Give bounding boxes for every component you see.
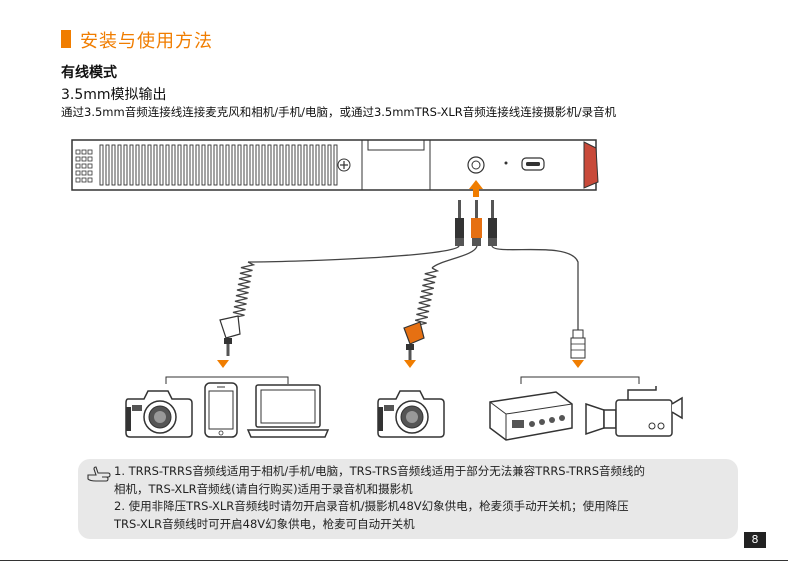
note-line-4: TRS-XLR音频线时可开启48V幻象供电，枪麦可自动开关机: [114, 516, 645, 534]
group-brackets: [166, 377, 639, 384]
down-arrow-middle: [404, 360, 416, 368]
laptop-icon: [248, 385, 328, 437]
microphone-body: [72, 140, 598, 190]
footer-rule: [0, 560, 788, 561]
down-arrow-right: [572, 360, 584, 368]
page-number: 8: [744, 532, 766, 548]
recorder-icon: [490, 392, 572, 440]
note-line-2: 相机，TRS-XLR音频线(请自行购买)适用于录音机和摄影机: [114, 481, 645, 499]
plug-right: [488, 200, 497, 246]
right-angle-connector-left: [220, 316, 240, 356]
note-line-3: 2. 使用非降压TRS-XLR音频线时请勿开启录音机/摄影机48V幻象供电，枪麦…: [114, 498, 645, 516]
coiled-cable-middle: [414, 268, 437, 326]
plug-middle: [471, 200, 482, 246]
pointing-hand-icon: [86, 465, 112, 485]
plug-left: [455, 200, 464, 246]
phone-icon: [205, 383, 237, 437]
audio-output-jack: [468, 157, 484, 173]
note-line-1: 1. TRRS-TRRS音频线适用于相机/手机/电脑，TRS-TRS音频线适用于…: [114, 463, 645, 481]
down-arrow-left: [217, 360, 229, 368]
camera-icon: [378, 391, 444, 437]
xlr-connector: [571, 330, 585, 358]
usb-port: [522, 158, 544, 170]
notes-box: 1. TRRS-TRRS音频线适用于相机/手机/电脑，TRS-TRS音频线适用于…: [78, 459, 738, 539]
camcorder-icon: [586, 386, 682, 436]
camera-icon: [126, 391, 192, 437]
connection-diagram: [0, 0, 788, 460]
cables: [248, 246, 578, 330]
coiled-cable-left: [232, 262, 254, 318]
right-angle-connector-middle: [404, 322, 424, 362]
